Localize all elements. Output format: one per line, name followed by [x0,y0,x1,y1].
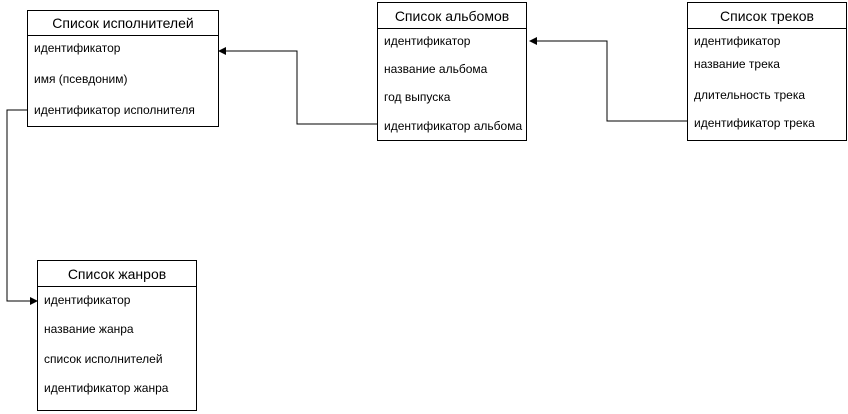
entity-albums-title: Список альбомов [378,3,526,29]
entity-albums[interactable]: Список альбомов идентификатор название а… [377,2,527,141]
field-albums-id: идентификатор [384,34,471,48]
entity-artists[interactable]: Список исполнителей идентификатор имя (п… [27,10,219,127]
field-albums-album-id: идентификатор альбома [384,119,523,133]
field-albums-name: название альбома [384,62,488,76]
edge-albums-to-artists [218,47,377,125]
field-genres-name: название жанра [44,322,134,336]
entity-tracks[interactable]: Список треков идентификатор название тре… [687,2,847,141]
entity-tracks-title: Список треков [688,3,846,29]
edge-artists-to-genres [6,109,38,305]
field-tracks-duration: длительность трека [694,88,806,102]
field-tracks-id: идентификатор [694,34,781,48]
field-genres-artists: список исполнителей [44,352,163,366]
entity-genres[interactable]: Список жанров идентификатор название жан… [37,260,197,411]
field-genres-id: идентификатор [44,293,131,307]
field-genres-genre-id: идентификатор жанра [44,381,169,395]
field-artists-id: идентификатор [34,41,121,55]
edge-tracks-to-albums [529,37,687,122]
field-albums-year: год выпуска [384,90,451,104]
entity-artists-title: Список исполнителей [28,11,218,36]
entity-genres-title: Список жанров [38,261,196,287]
field-tracks-name: название трека [694,57,780,71]
field-tracks-track-id: идентификатор трека [694,116,815,130]
field-artists-artist-id: идентификатор исполнителя [34,103,195,117]
field-artists-name: имя (псевдоним) [34,72,128,86]
